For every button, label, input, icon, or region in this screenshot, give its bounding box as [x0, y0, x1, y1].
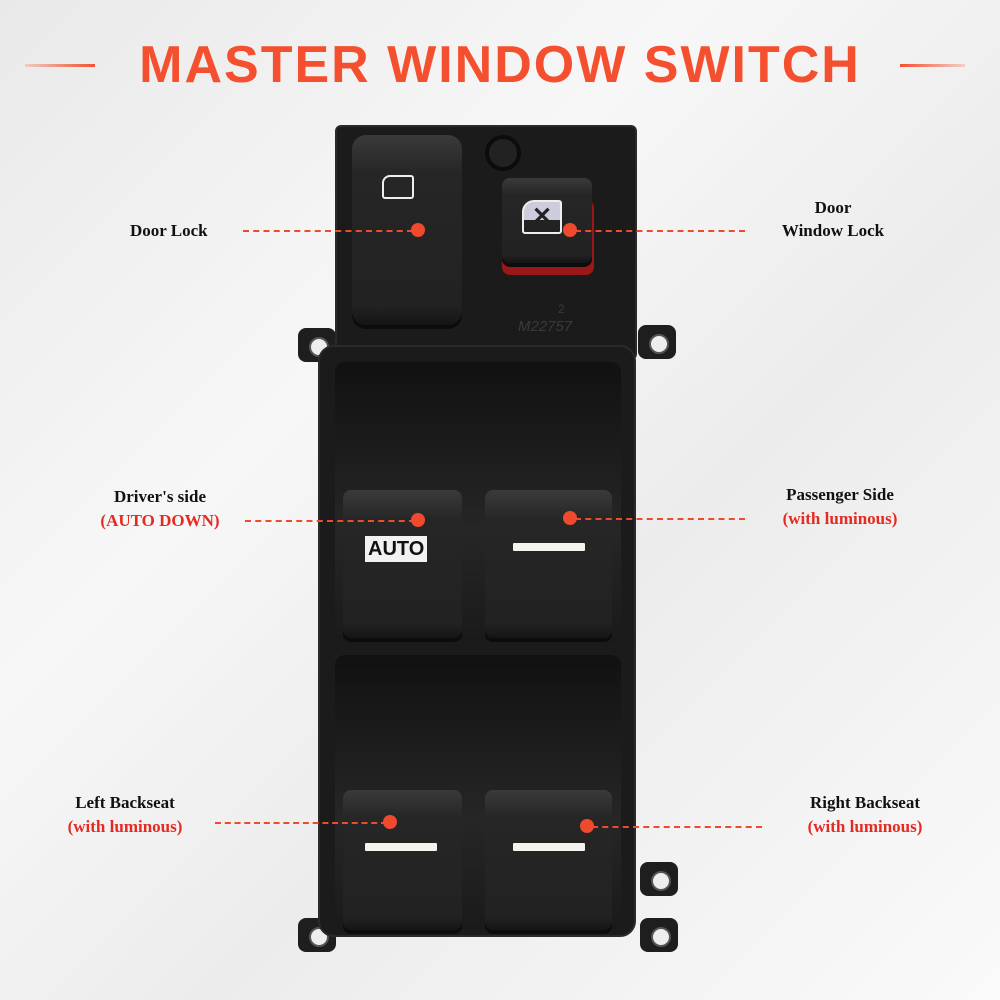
callout-dot	[411, 223, 425, 237]
callout-line	[243, 230, 413, 232]
driver-window-button[interactable]: AUTO	[343, 490, 462, 638]
mount-tab	[640, 918, 678, 952]
luminous-bar	[513, 843, 585, 851]
window-lock-label-1: Door	[814, 198, 852, 217]
window-lock-label-2: Window Lock	[781, 221, 885, 240]
passenger-window-button[interactable]	[485, 490, 612, 638]
left-rear-window-button[interactable]	[343, 790, 462, 930]
callout-line	[215, 822, 387, 824]
callout-line	[575, 518, 745, 520]
right-rear-window-button[interactable]	[485, 790, 612, 930]
window-lock-icon: ✕	[522, 200, 562, 234]
driver-label-2: (AUTO DOWN)	[100, 511, 220, 530]
passenger-label-1: Passenger Side	[786, 485, 894, 504]
right-backseat-label-1: Right Backseat	[809, 793, 921, 812]
luminous-bar	[365, 843, 437, 851]
screw-hole	[485, 135, 521, 171]
door-lock-label: Door Lock	[130, 221, 208, 240]
callout-dot	[411, 513, 425, 527]
title-line-left	[25, 64, 95, 67]
mount-tab	[638, 325, 676, 359]
callout-dot	[383, 815, 397, 829]
callout-line	[245, 520, 415, 522]
passenger-label-2: (with luminous)	[782, 509, 898, 528]
door-icon	[382, 175, 414, 199]
luminous-bar	[513, 543, 585, 551]
callout-line	[575, 230, 745, 232]
left-backseat-label-2: (with luminous)	[67, 817, 183, 836]
left-backseat-label-1: Left Backseat	[75, 793, 175, 812]
part-mark: 2	[558, 302, 565, 316]
right-backseat-label-2: (with luminous)	[807, 817, 923, 836]
driver-label-1: Driver's side	[113, 487, 207, 506]
page-title: MASTER WINDOW SWITCH	[139, 36, 861, 94]
callout-line	[592, 826, 762, 828]
mount-tab	[640, 862, 678, 896]
callout-dot	[580, 819, 594, 833]
window-lock-button[interactable]: ✕	[502, 178, 592, 263]
part-number: M22757	[518, 318, 573, 335]
callout-dot	[563, 223, 577, 237]
auto-badge: AUTO	[365, 536, 428, 562]
callout-dot	[563, 511, 577, 525]
